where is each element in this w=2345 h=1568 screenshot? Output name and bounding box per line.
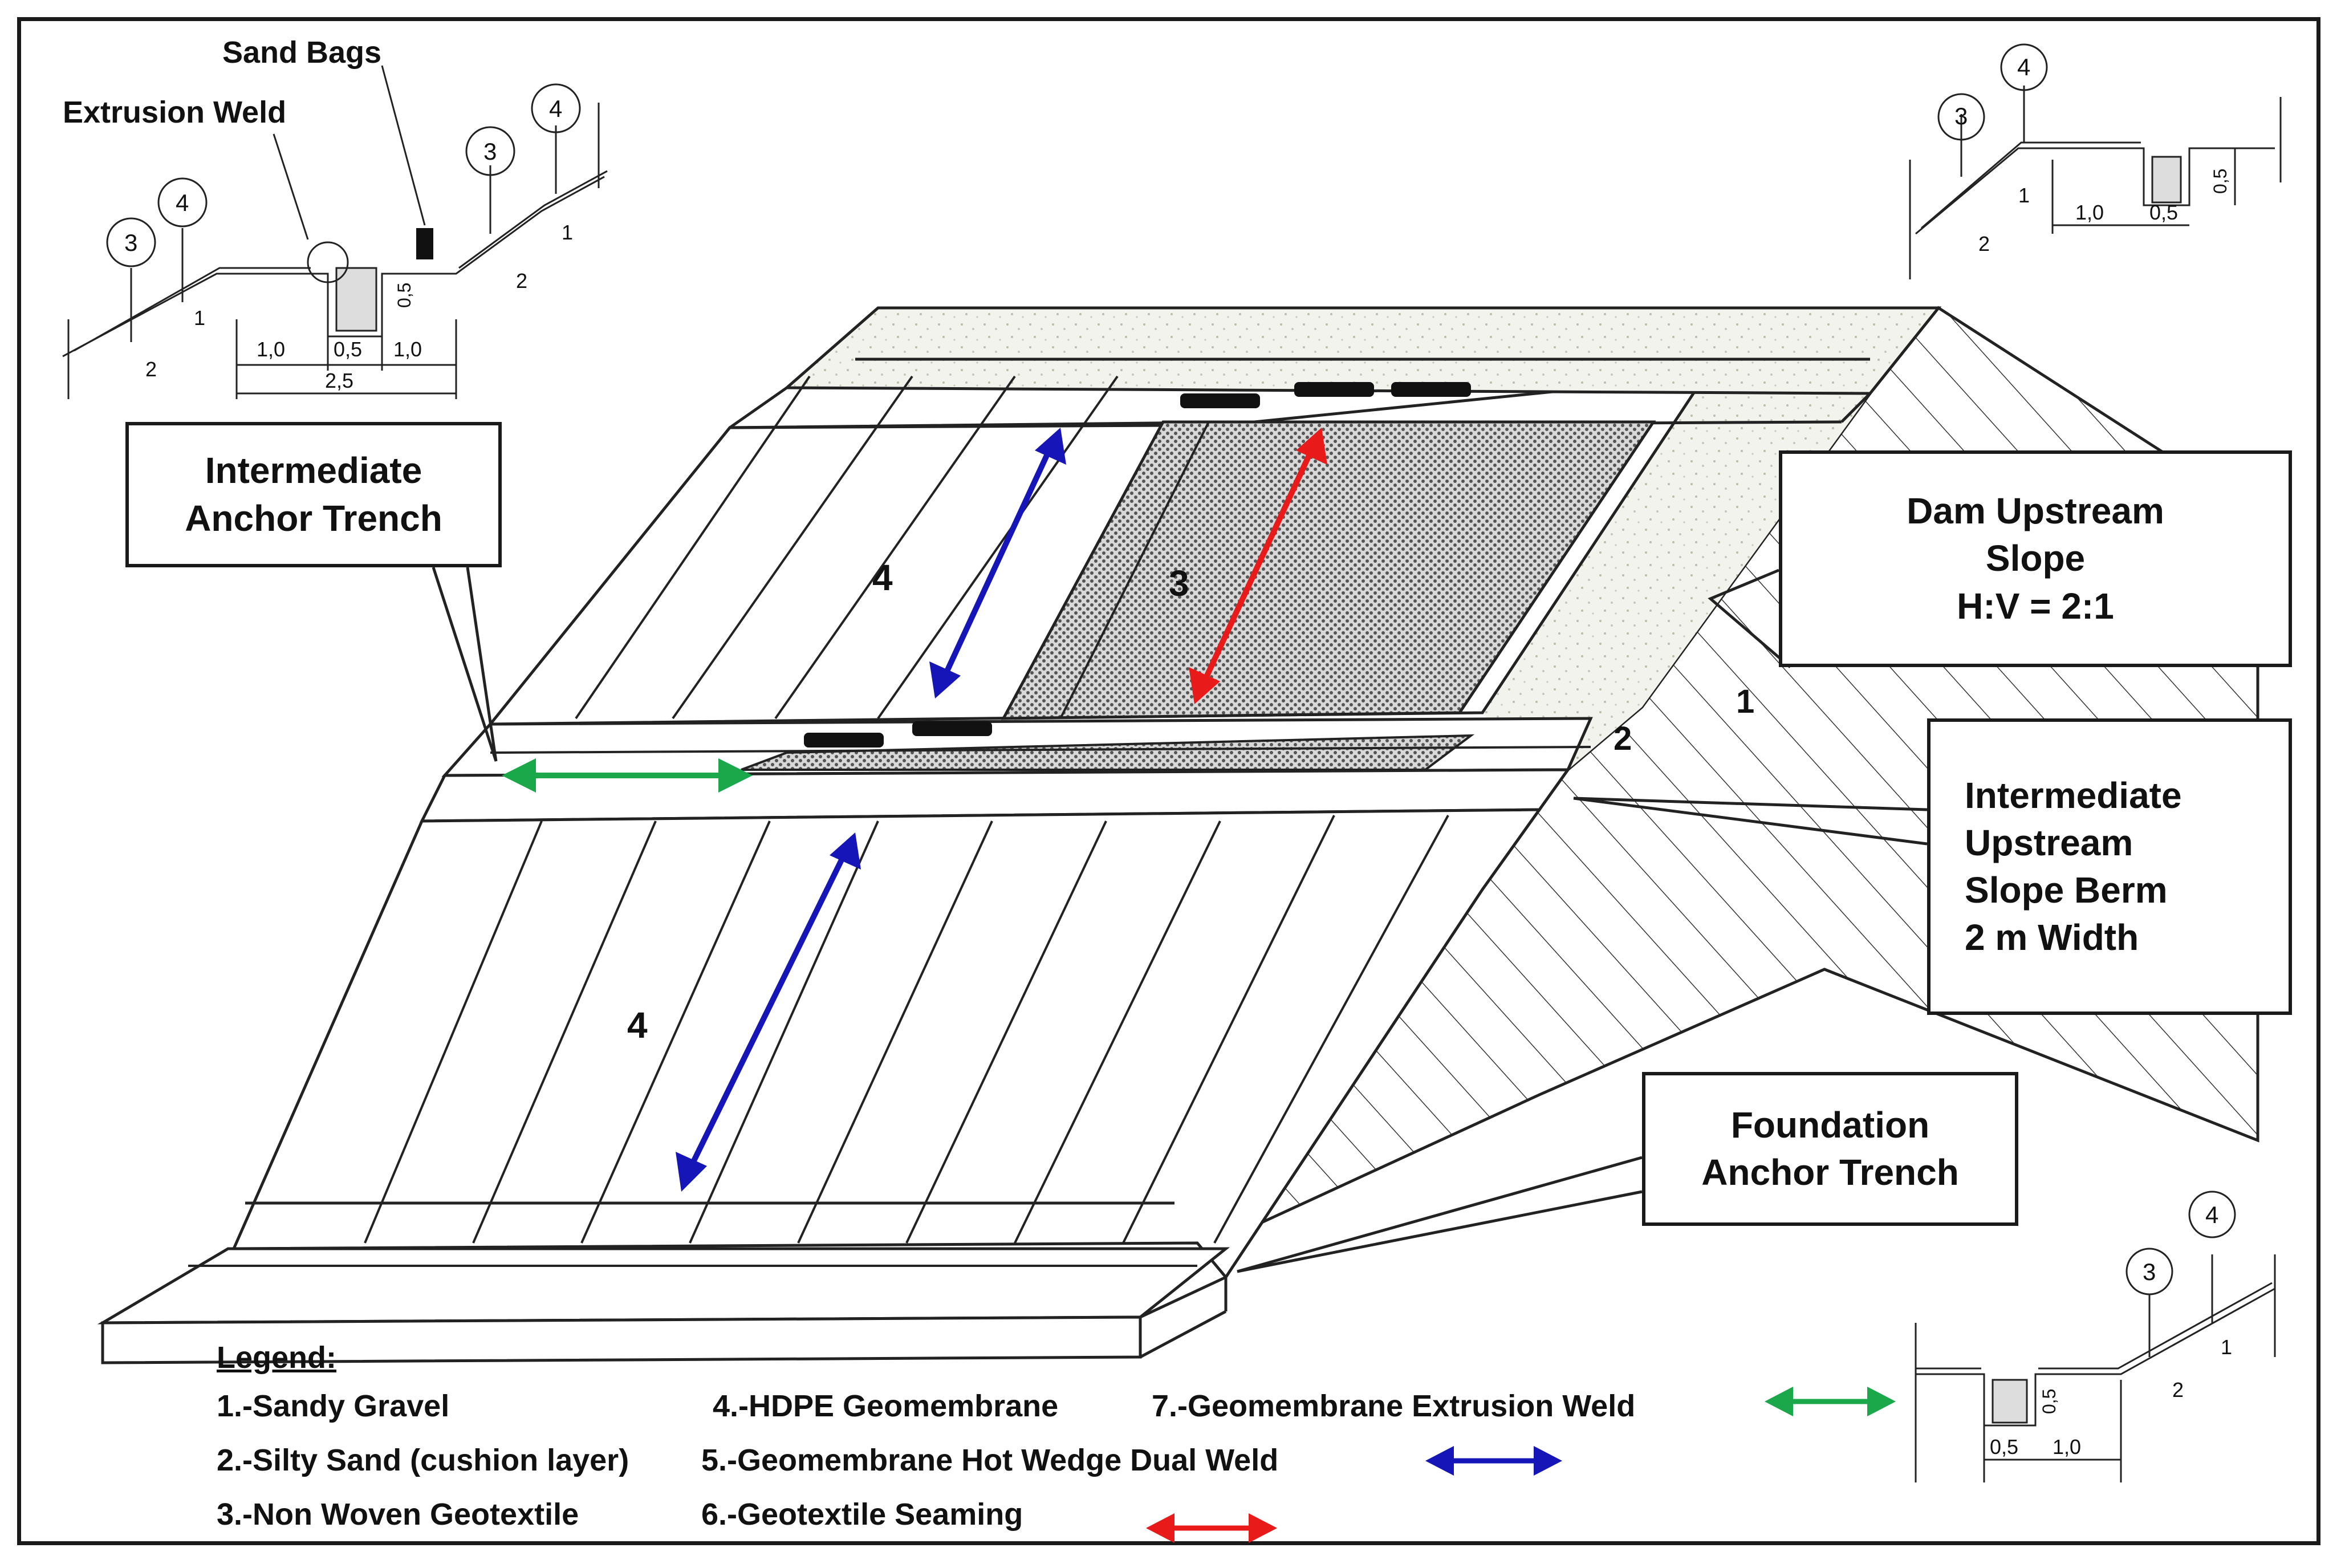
detail-bottom-right-text: 3 4 2 1 0,5 1,0 0,5 bbox=[1990, 1201, 2232, 1459]
arrows bbox=[502, 428, 1327, 1192]
depth: 0,5 bbox=[394, 283, 414, 308]
detail-bottom-right bbox=[1915, 1191, 2276, 1482]
weld-pads bbox=[804, 382, 1471, 748]
detail-top-left-text: Sand Bags Extrusion Weld 3 4 3 4 2 1 2 1… bbox=[63, 35, 573, 392]
legend-item-3: 3.-Non Woven Geotextile bbox=[217, 1497, 579, 1532]
br-dim-2: 1,0 bbox=[2053, 1435, 2081, 1459]
detail-top-right-text: 3 4 2 1 1,0 0,5 0,5 bbox=[1954, 54, 2230, 255]
legend-item-1: 1.-Sandy Gravel bbox=[217, 1389, 450, 1423]
callout-text: Slope Berm bbox=[1965, 870, 2168, 911]
dim-3: 1,0 bbox=[393, 338, 422, 361]
br-depth: 0,5 bbox=[2039, 1389, 2059, 1414]
callout-text: Foundation bbox=[1730, 1104, 1930, 1145]
tr-dim-2: 0,5 bbox=[2149, 201, 2178, 224]
callout-text: Slope bbox=[1985, 538, 2086, 579]
legend-item-2: 2.-Silty Sand (cushion layer) bbox=[217, 1443, 629, 1477]
slope-v-right: 1 bbox=[562, 221, 573, 244]
tr-dim-1: 1,0 bbox=[2075, 201, 2104, 224]
legend-blue-arrow bbox=[1425, 1446, 1562, 1476]
callout-text: Anchor Trench bbox=[1701, 1152, 1959, 1193]
lower-slope bbox=[231, 808, 1542, 1280]
br-slope-h: 2 bbox=[2172, 1378, 2184, 1402]
tr-slope-v: 1 bbox=[2018, 184, 2030, 207]
callout-intermediate-anchor-trench: Intermediate Anchor Trench bbox=[125, 422, 502, 567]
blue-double-arrow-lower bbox=[676, 832, 861, 1192]
marker-4c: 4 bbox=[2017, 54, 2030, 80]
callout-intermediate-berm: Intermediate Upstream Slope Berm 2 m Wid… bbox=[1927, 718, 2292, 1015]
marker-3a: 3 bbox=[124, 229, 137, 256]
label-geotextile: 3 bbox=[1169, 563, 1189, 604]
label-slope-h: 2 bbox=[1614, 720, 1632, 757]
tr-depth: 0,5 bbox=[2210, 169, 2230, 194]
legend-item-4: 4.-HDPE Geomembrane bbox=[713, 1389, 1059, 1423]
callout-pointers bbox=[432, 567, 1928, 1273]
legend-title: Legend: bbox=[217, 1340, 336, 1375]
callout-text: Upstream bbox=[1965, 822, 2133, 863]
green-double-arrow bbox=[502, 758, 753, 793]
callout-foundation-anchor-trench: Foundation Anchor Trench bbox=[1642, 1072, 2018, 1226]
dim-1: 1,0 bbox=[257, 338, 285, 361]
slope-v-left: 1 bbox=[194, 306, 205, 330]
legend-item-7: 7.-Geomembrane Extrusion Weld bbox=[1152, 1389, 1636, 1423]
intermediate-berm bbox=[419, 717, 1593, 823]
sand-bags-label: Sand Bags bbox=[222, 35, 381, 70]
legend-green-arrow bbox=[1765, 1387, 1896, 1416]
dim-4: 2,5 bbox=[325, 369, 353, 392]
callout-text: 2 m Width bbox=[1965, 917, 2139, 958]
blue-double-arrow-upper bbox=[929, 428, 1066, 698]
legend-item-5: 5.-Geomembrane Hot Wedge Dual Weld bbox=[701, 1443, 1279, 1477]
marker-4b: 4 bbox=[549, 95, 562, 122]
dim-2: 0,5 bbox=[334, 338, 362, 361]
tr-slope-h: 2 bbox=[1978, 232, 1990, 255]
callout-text: Intermediate bbox=[205, 450, 422, 491]
callout-text: H:V = 2:1 bbox=[1957, 585, 2114, 627]
slope-h-right: 2 bbox=[516, 269, 527, 293]
marker-4a: 4 bbox=[176, 189, 189, 216]
callout-text: Anchor Trench bbox=[185, 497, 442, 539]
callout-text: Dam Upstream bbox=[1907, 490, 2164, 532]
diagram-frame bbox=[17, 17, 2320, 1545]
marker-3d: 3 bbox=[2143, 1258, 2156, 1285]
marker-3b: 3 bbox=[483, 138, 497, 165]
callout-dam-upstream-slope: Dam Upstream Slope H:V = 2:1 bbox=[1779, 450, 2292, 667]
legend-red-arrow bbox=[1146, 1513, 1277, 1543]
br-dim-1: 0,5 bbox=[1990, 1435, 2018, 1459]
marker-3c: 3 bbox=[1954, 103, 1968, 129]
marker-4d: 4 bbox=[2205, 1201, 2218, 1228]
red-double-arrow bbox=[1189, 428, 1327, 704]
label-slope-v: 1 bbox=[1736, 683, 1754, 720]
foundation bbox=[97, 1247, 1230, 1364]
detail-top-left bbox=[62, 65, 608, 399]
detail-top-right bbox=[1909, 43, 2282, 279]
br-slope-v: 1 bbox=[2221, 1335, 2232, 1359]
label-upper-geomembrane: 4 bbox=[872, 557, 893, 598]
legend-item-6: 6.-Geotextile Seaming bbox=[701, 1497, 1023, 1532]
upper-slope bbox=[487, 306, 1942, 726]
slope-h-left: 2 bbox=[145, 358, 157, 381]
callout-text: Intermediate bbox=[1965, 774, 2182, 816]
extrusion-weld-label: Extrusion Weld bbox=[63, 95, 286, 129]
label-lower-geomembrane: 4 bbox=[627, 1005, 648, 1046]
